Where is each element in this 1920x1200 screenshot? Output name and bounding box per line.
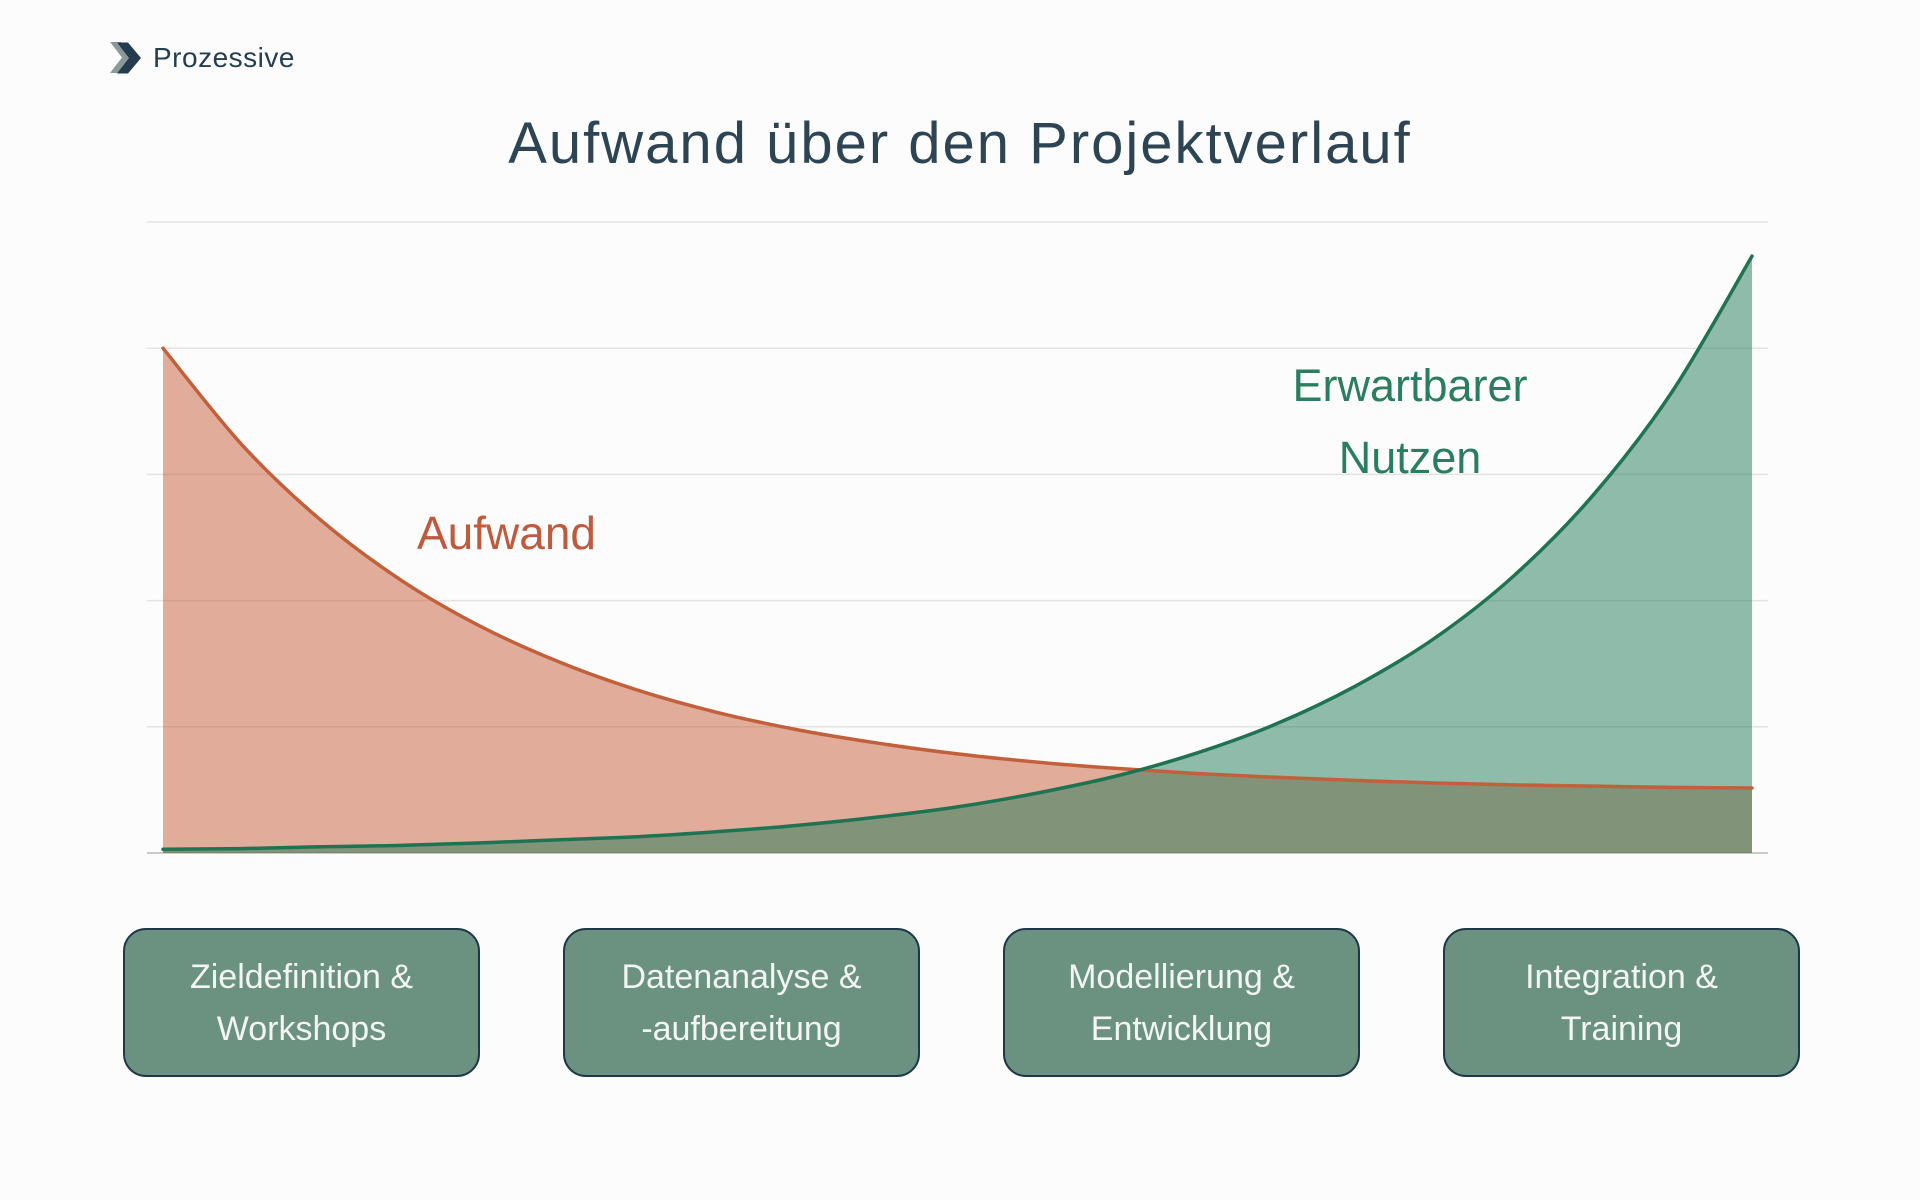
phases-row: Zieldefinition & Workshops Datenanalyse … bbox=[123, 928, 1800, 1077]
logo-text: Prozessive bbox=[153, 42, 295, 73]
nutzen-line bbox=[161, 254, 1754, 851]
double-chevron-right-icon bbox=[110, 42, 141, 74]
phase-label-line: -aufbereitung bbox=[641, 1009, 842, 1048]
nutzen-area bbox=[163, 256, 1752, 854]
phase-box-integration: Integration & Training bbox=[1443, 928, 1800, 1077]
phase-label-line: Integration & bbox=[1525, 957, 1718, 996]
phase-label-line: Datenanalyse & bbox=[621, 957, 862, 996]
phase-box-zieldefinition: Zieldefinition & Workshops bbox=[123, 928, 480, 1077]
phase-label-line: Modellierung & bbox=[1068, 957, 1295, 996]
nutzen-series-label: Erwartbarer Nutzen bbox=[1292, 360, 1528, 483]
logo: Prozessive bbox=[110, 40, 295, 76]
aufwand-series-label: Aufwand bbox=[417, 507, 597, 559]
phase-box-modellierung: Modellierung & Entwicklung bbox=[1003, 928, 1360, 1077]
phase-label-line: Training bbox=[1560, 1009, 1683, 1048]
phase-box-datenanalyse: Datenanalyse & -aufbereitung bbox=[563, 928, 920, 1077]
aufwand-line bbox=[161, 346, 1754, 790]
chart-svg bbox=[147, 221, 1768, 854]
aufwand-area bbox=[163, 348, 1752, 853]
page-title: Aufwand über den Projektverlauf bbox=[508, 111, 1412, 176]
phase-label-line: Workshops bbox=[216, 1009, 387, 1048]
phase-label-line: Zieldefinition & bbox=[189, 957, 413, 996]
phase-label-line: Entwicklung bbox=[1090, 1009, 1273, 1048]
